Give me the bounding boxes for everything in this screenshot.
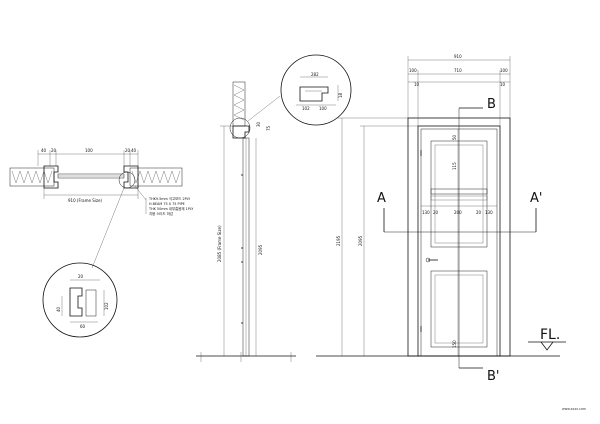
floor-level-label: FL. bbox=[540, 327, 560, 343]
elev-overall-width: 910 bbox=[454, 54, 462, 59]
plan-note-4: 지붕 스터드 마감 bbox=[149, 211, 173, 216]
plan-detail-jamb bbox=[69, 287, 83, 317]
fl-marker-triangle bbox=[540, 341, 554, 351]
plan-view: 40 20 100 20 40 910 (Frame Size) THK9.5m… bbox=[9, 148, 194, 269]
wall-right bbox=[129, 167, 183, 187]
section-mark-b-prime: B' bbox=[487, 369, 500, 384]
section-detail-circle bbox=[280, 54, 352, 126]
elev-height-2195: 2195 bbox=[336, 235, 341, 246]
section-head-dim-1: 30 bbox=[256, 121, 261, 127]
section-mark-a: A bbox=[377, 191, 386, 206]
section-view: 2085 (Frame Size) 2095 30 75 bbox=[196, 81, 296, 362]
section-detail-dim-4: 18 bbox=[338, 92, 343, 98]
section-detail: 282 102 100 18 bbox=[280, 54, 352, 126]
jamb-left bbox=[43, 165, 59, 189]
section-frame-size: 2085 (Frame Size) bbox=[217, 225, 222, 262]
section-detail-dim-2: 102 bbox=[302, 106, 310, 111]
elev-mid-dim-5: 130 bbox=[485, 210, 493, 215]
elev-width-right: 100 bbox=[500, 68, 508, 73]
elev-side-dim-3: 150 bbox=[452, 340, 457, 348]
elev-width-small-left: 10 bbox=[414, 82, 420, 87]
elev-side-dim-2: 115 bbox=[452, 162, 457, 170]
plan-dim-1: 40 bbox=[41, 148, 47, 153]
elev-mid-dim-1: 130 bbox=[422, 210, 430, 215]
detail-callout-circle bbox=[118, 171, 136, 189]
elev-height-2095: 2095 bbox=[358, 235, 363, 246]
jamb-right bbox=[123, 165, 139, 189]
leader-line bbox=[91, 187, 125, 269]
section-detail-dim-3: 100 bbox=[319, 106, 327, 111]
plan-detail-dim-2: 40 bbox=[56, 306, 61, 312]
plan-dim-2: 20 bbox=[51, 148, 57, 153]
elev-side-dim-1: 50 bbox=[452, 134, 457, 140]
plan-dim-4: 20 bbox=[125, 148, 131, 153]
plan-note-1: THK9.5mm 석고보드 2PLY bbox=[148, 196, 191, 201]
plan-note-3: THK 50mm 내부흡음재 1PLY bbox=[148, 206, 194, 211]
section-callout-circle bbox=[229, 117, 251, 139]
plan-detail-dim-1: 20 bbox=[78, 274, 84, 279]
section-detail-profile bbox=[299, 86, 329, 102]
section-mark-b: B bbox=[487, 97, 496, 112]
insulation-left bbox=[11, 170, 53, 184]
plan-detail-circle bbox=[42, 262, 118, 338]
elev-width-mid: 710 bbox=[454, 68, 462, 73]
plan-dim-5: 40 bbox=[131, 148, 137, 153]
section-head-dim-2: 75 bbox=[266, 125, 271, 131]
section-leader bbox=[247, 95, 281, 122]
elev-mid-dim-2: 20 bbox=[433, 210, 439, 215]
section-detail-dim-1: 282 bbox=[311, 72, 319, 77]
elev-mid-dim-4: 20 bbox=[476, 210, 482, 215]
plan-detail: 20 40 102 60 bbox=[42, 262, 118, 338]
insulation-right bbox=[131, 170, 181, 184]
elev-width-left: 100 bbox=[409, 68, 417, 73]
elevation-view: 910 100 710 100 10 10 2195 2095 130 20 2… bbox=[316, 54, 566, 384]
credit-text: www.xxxx.com bbox=[562, 407, 586, 411]
plan-note-2: H.BEAM 75 X 75 PIPE bbox=[149, 202, 185, 206]
section-dim-2095: 2095 bbox=[258, 244, 263, 255]
plan-frame-size: 910 (Frame Size) bbox=[68, 198, 102, 203]
plan-dim-3: 100 bbox=[85, 148, 93, 153]
plan-detail-dim-3: 102 bbox=[104, 302, 109, 310]
section-mark-a-prime: A' bbox=[530, 191, 542, 206]
plan-detail-dim-4: 60 bbox=[80, 324, 86, 329]
section-head-frame bbox=[232, 125, 250, 139]
elev-width-small-right: 10 bbox=[500, 82, 506, 87]
